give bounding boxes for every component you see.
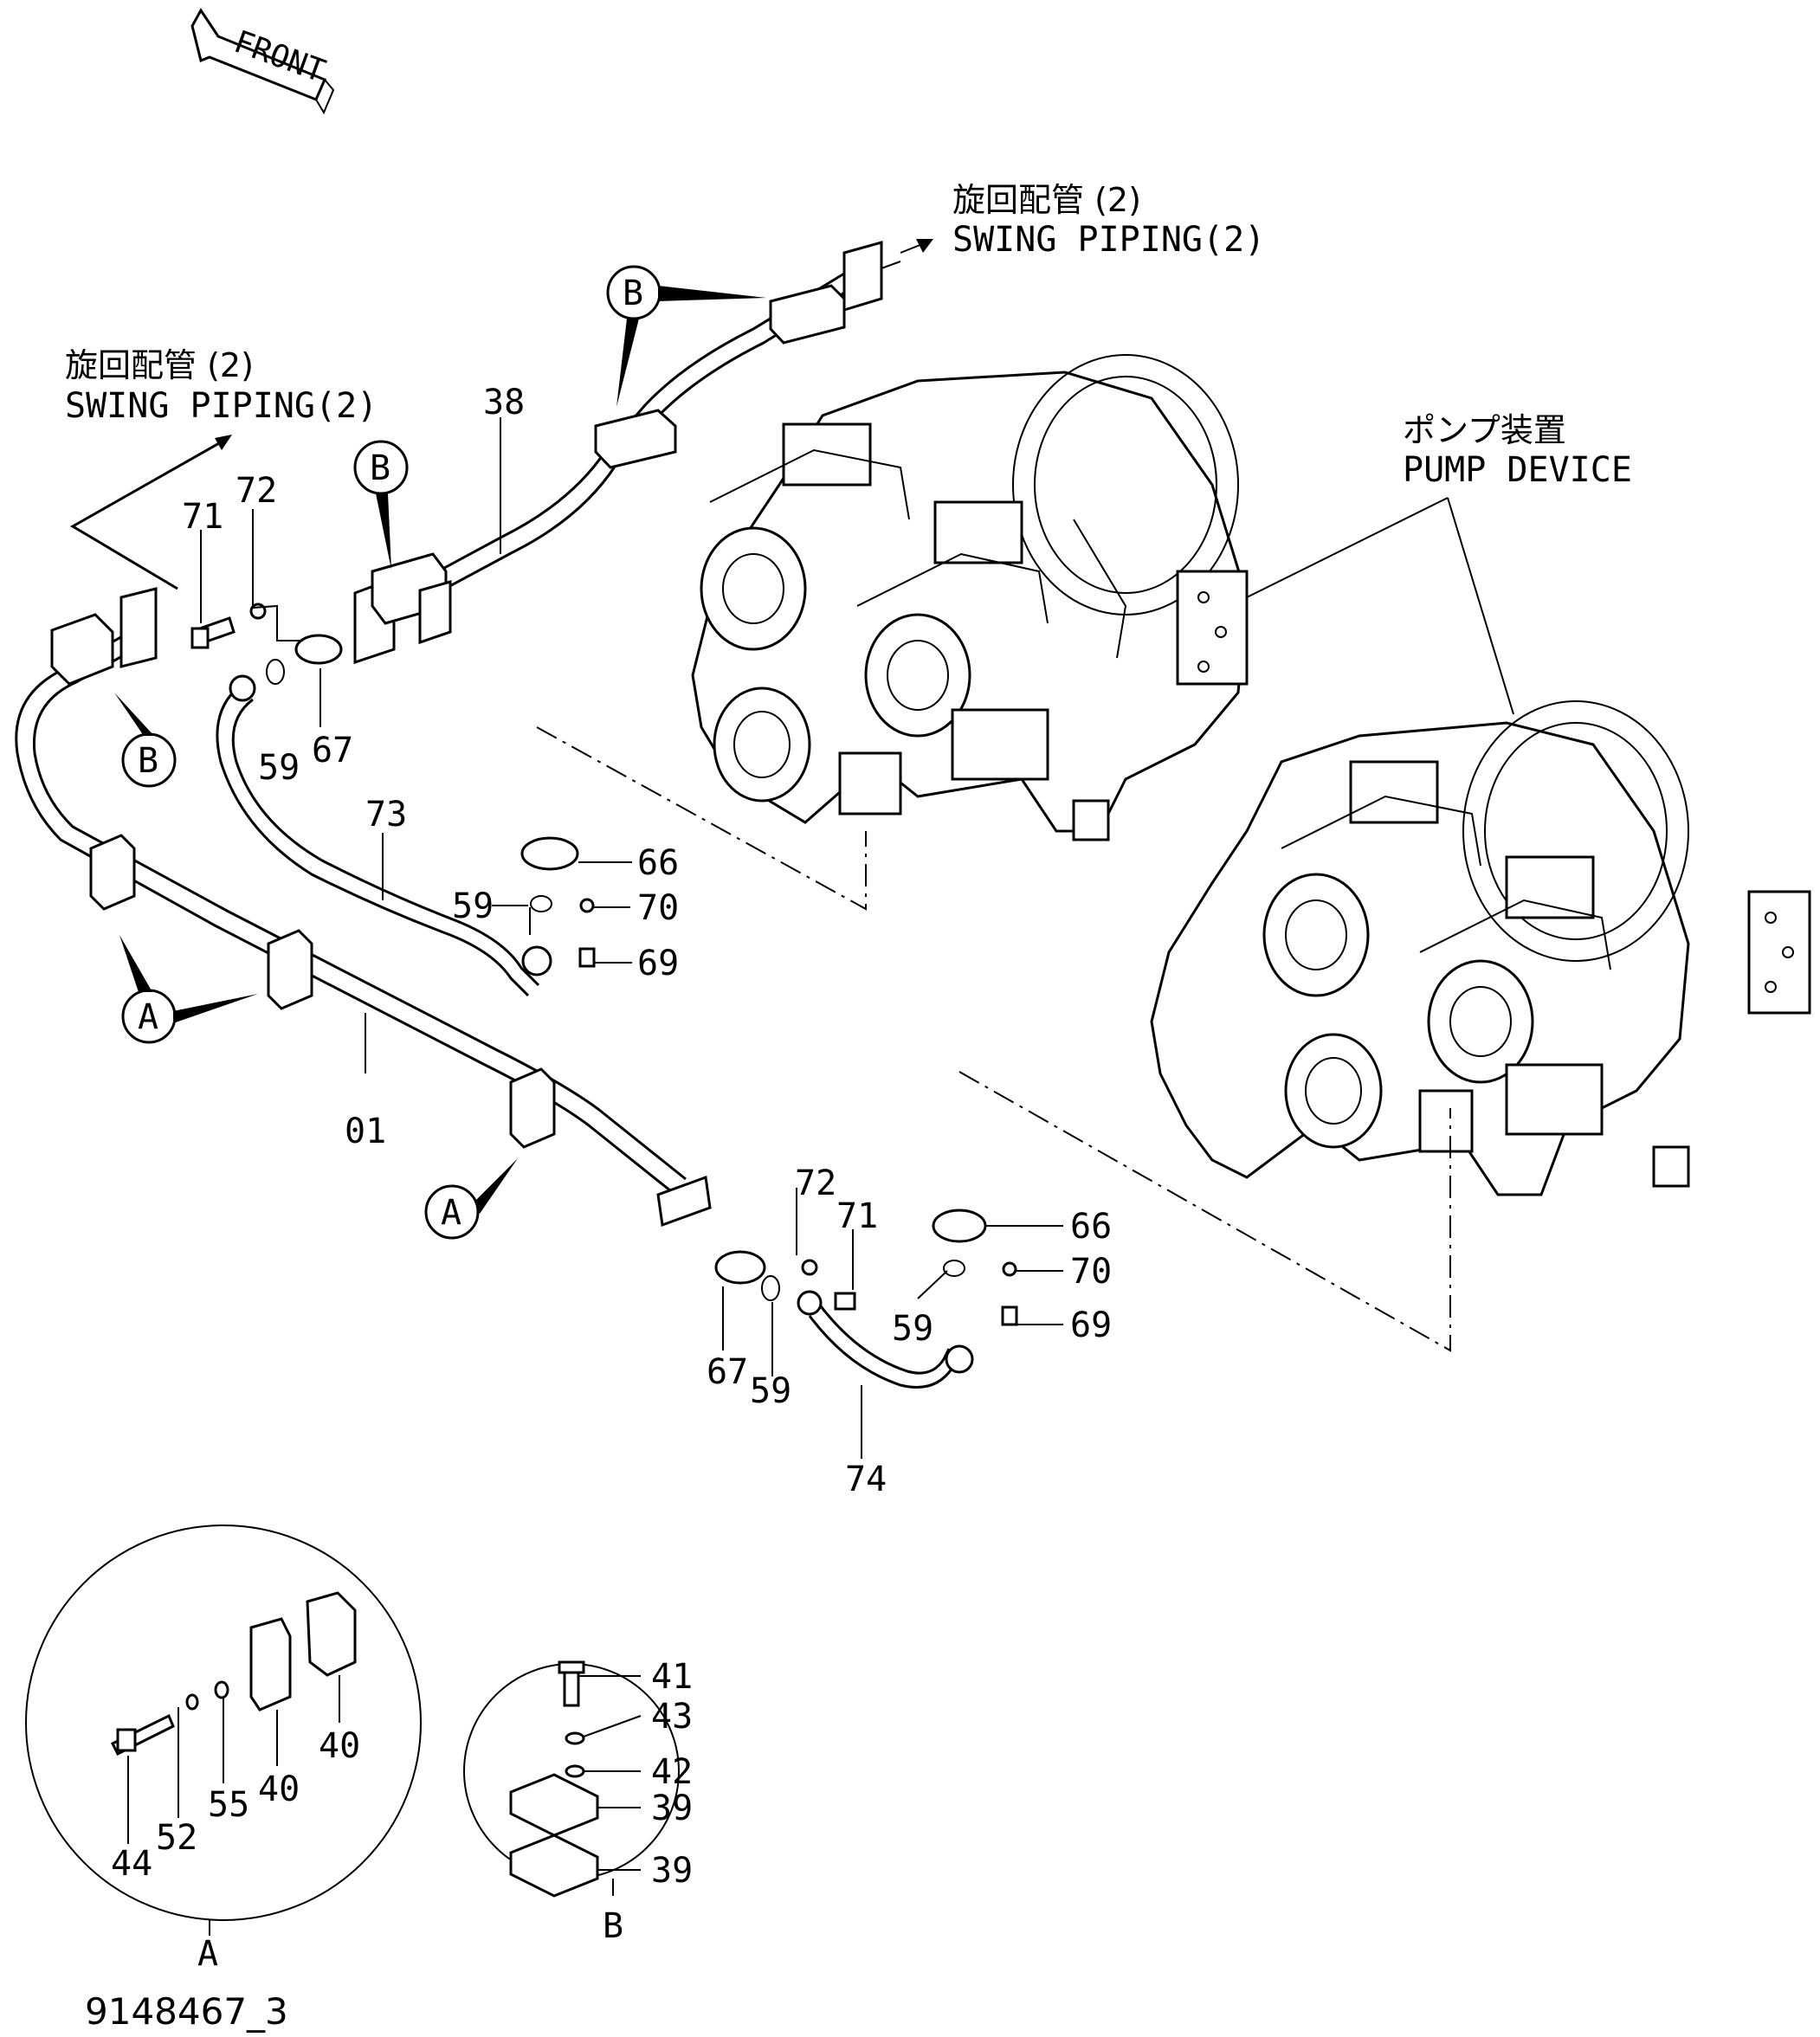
- callout-b-lower: B: [114, 693, 177, 788]
- part-number-67: 67: [707, 1352, 748, 1392]
- front-label: FRONT: [229, 24, 330, 90]
- part-number-59: 59: [892, 1309, 933, 1349]
- part-number-59: 59: [750, 1371, 791, 1411]
- swing-piping-top-arrow: [900, 239, 933, 254]
- part-number-39: 39: [651, 1851, 693, 1891]
- callout-a-lower: A: [424, 1158, 518, 1240]
- pump-device-en: PUMP DEVICE: [1403, 450, 1632, 490]
- part-number-40: 40: [258, 1769, 300, 1809]
- pump-device-leaders: [1246, 497, 1514, 715]
- part-number-72: 72: [236, 471, 277, 511]
- part-number-55: 55: [208, 1785, 249, 1825]
- pump-device-lower: [1150, 700, 1811, 1196]
- part-number-40: 40: [319, 1726, 360, 1766]
- callout-label: A: [138, 997, 158, 1037]
- swing-piping-left-leader: [70, 435, 232, 590]
- part-number-59: 59: [452, 886, 494, 926]
- pump-device-upper: [691, 354, 1249, 841]
- swing-piping-left-jp: 旋回配管 (2): [65, 346, 254, 384]
- part-number-41: 41: [651, 1657, 693, 1697]
- detail-b: 41 43 42 39 39 B: [463, 1657, 693, 1946]
- part-number-72: 72: [795, 1164, 836, 1203]
- callout-a-left: A: [119, 935, 258, 1044]
- part-number-67: 67: [312, 731, 353, 770]
- attachment-lines: [536, 726, 1451, 1352]
- part-number-42: 42: [651, 1752, 693, 1792]
- part-number-73: 73: [365, 795, 407, 835]
- pump-device-jp: ポンプ装置: [1403, 411, 1566, 449]
- part-number-69: 69: [637, 944, 679, 983]
- detail-a: 44 52 55 40 40 A: [25, 1525, 422, 1974]
- callout-label: B: [138, 741, 158, 781]
- part-number-44: 44: [111, 1844, 152, 1884]
- fittings: [190, 603, 1018, 1326]
- hose-74: [797, 1290, 974, 1389]
- swing-piping-top-jp: 旋回配管 (2): [952, 181, 1141, 219]
- part-number-66: 66: [1070, 1207, 1112, 1247]
- part-number-52: 52: [156, 1818, 197, 1858]
- part-number-70: 70: [637, 888, 679, 928]
- leader-lines: [200, 417, 1063, 1459]
- callout-label: B: [370, 448, 390, 488]
- part-number-66: 66: [637, 843, 679, 883]
- part-labels: 38 71 72 59 67 73 01 66 59 70 69 72 71 6…: [182, 383, 1112, 1499]
- part-number-59: 59: [258, 748, 300, 788]
- part-number-38: 38: [483, 383, 525, 422]
- part-number-70: 70: [1070, 1252, 1112, 1292]
- detail-a-label: A: [197, 1934, 218, 1974]
- drawing-number: 9148467_3: [85, 1990, 288, 2033]
- detail-b-label: B: [603, 1906, 623, 1946]
- part-number-01: 01: [345, 1112, 386, 1151]
- pipe-38: [353, 241, 901, 665]
- part-number-71: 71: [182, 497, 223, 537]
- part-number-71: 71: [836, 1196, 878, 1236]
- callout-b-top: B: [606, 265, 766, 407]
- front-arrow: FRONT: [190, 8, 335, 115]
- pipe-01: [15, 587, 712, 1228]
- callout-label: B: [623, 274, 643, 313]
- part-number-74: 74: [845, 1460, 887, 1499]
- hose-73: [216, 674, 552, 997]
- part-number-69: 69: [1070, 1305, 1112, 1345]
- callout-b-left: B: [353, 440, 409, 570]
- part-number-43: 43: [651, 1697, 693, 1737]
- swing-piping-top-en: SWING PIPING(2): [952, 220, 1265, 260]
- swing-piping-left-en: SWING PIPING(2): [65, 386, 378, 426]
- part-number-39: 39: [651, 1789, 693, 1828]
- callout-label: A: [441, 1193, 461, 1233]
